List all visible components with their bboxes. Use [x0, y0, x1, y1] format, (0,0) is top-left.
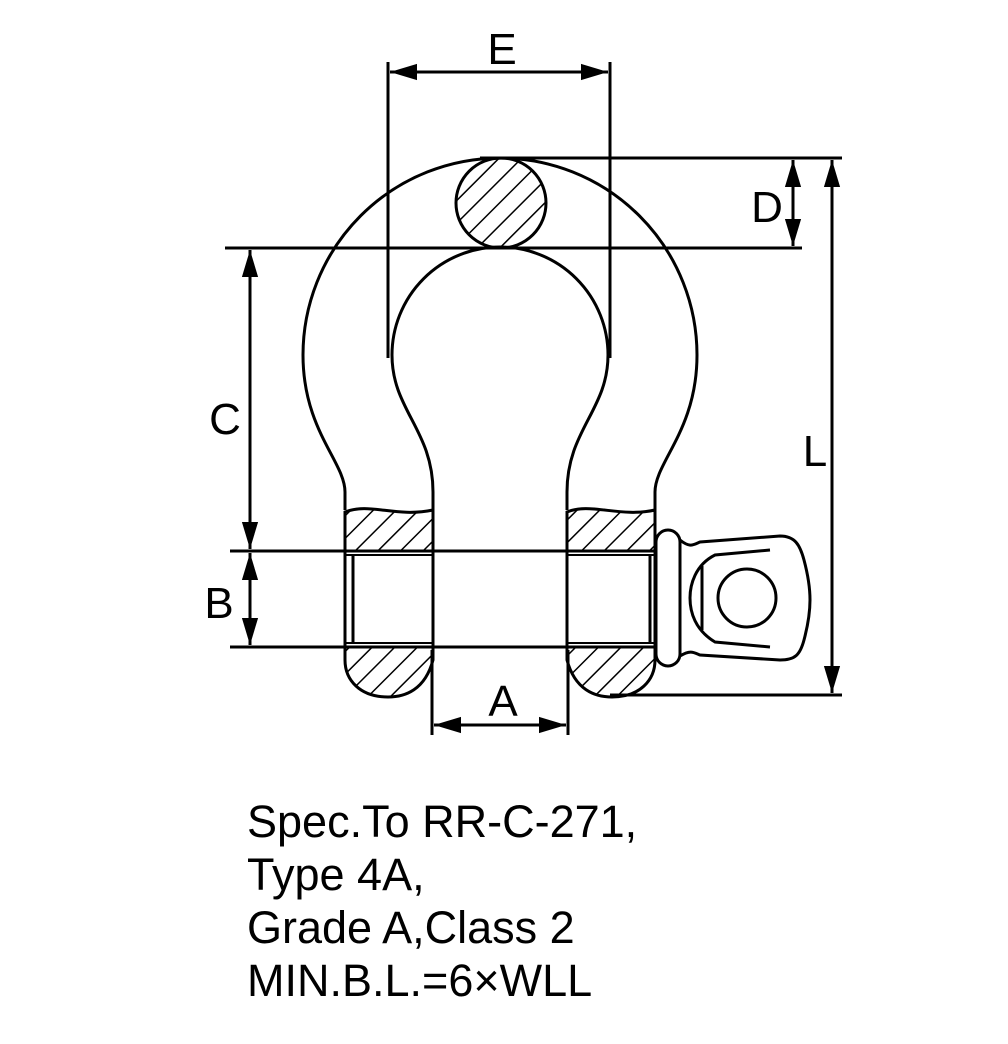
pin-eye-hole	[716, 567, 778, 629]
spec-line: MIN.B.L.=6×WLL	[247, 955, 593, 1006]
label-e: E	[487, 25, 516, 74]
label-d: D	[751, 183, 783, 232]
pin-collar	[654, 528, 682, 668]
label-a: A	[488, 677, 518, 726]
label-l: L	[803, 427, 827, 476]
left-leg-section	[343, 507, 435, 699]
shackle-bow	[301, 156, 699, 510]
right-leg-section	[565, 507, 657, 699]
spec-line: Spec.To RR-C-271,	[247, 796, 638, 847]
label-b: B	[204, 579, 233, 628]
dimension-lines	[225, 62, 842, 735]
specification-text: Spec.To RR-C-271, Type 4A, Grade A,Class…	[247, 795, 637, 1007]
spec-line: Grade A,Class 2	[247, 902, 575, 953]
label-c: C	[209, 395, 241, 444]
pin-head	[654, 528, 812, 668]
spec-line: Type 4A,	[247, 849, 425, 900]
bow-cross-section	[454, 156, 548, 250]
